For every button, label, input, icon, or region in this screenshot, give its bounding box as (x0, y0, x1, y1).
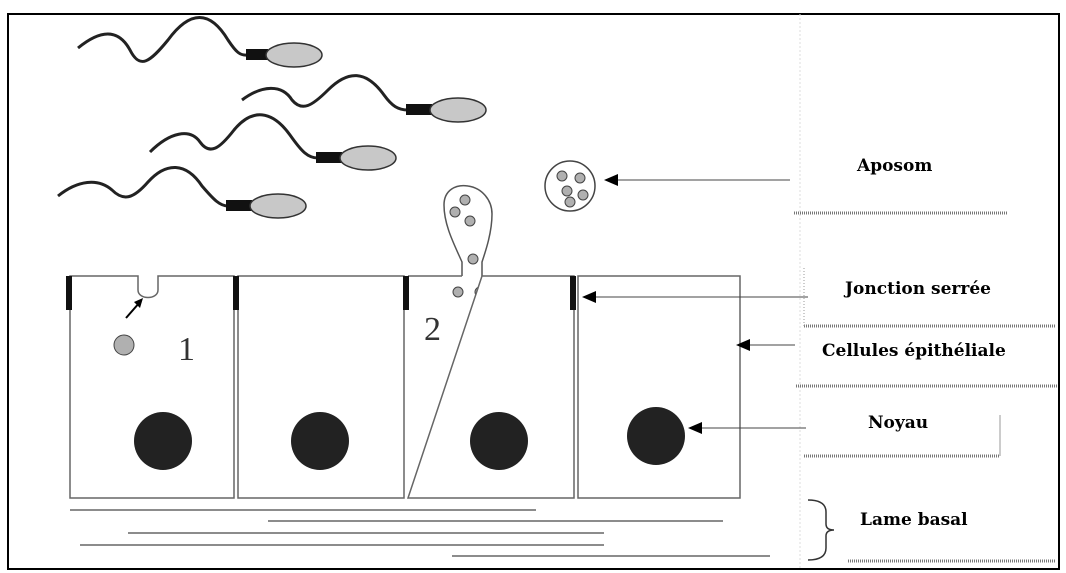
endocytic-vesicle (113, 334, 135, 356)
bleb-vesicle (449, 206, 461, 218)
lamina-bracket (807, 499, 835, 561)
budding-aposome (443, 184, 493, 298)
label-jonction-serree: Jonction serrée (845, 279, 991, 299)
sperm-tail (57, 166, 229, 208)
cell-number-2: 2 (424, 311, 441, 348)
sperm-head (429, 97, 487, 123)
arrowhead (736, 339, 750, 351)
sperm-tail (148, 113, 319, 160)
nucleus (470, 412, 528, 470)
bleb-vesicle (467, 253, 479, 265)
aposome-vesicle (577, 189, 589, 201)
aposome-vesicle (574, 172, 586, 184)
tight-junction (66, 276, 72, 310)
sperm-head (339, 145, 397, 171)
sperm-cell-1 (77, 16, 323, 68)
sperm-cell-2 (241, 74, 487, 123)
label-cellules-epitheliales: Cellules épithéliale (822, 341, 1006, 361)
epithelial-cell-1 (69, 275, 235, 499)
label-lame-basal: Lame basal (860, 510, 968, 530)
figure-frame (7, 13, 1060, 570)
aposome-vesicle (561, 185, 573, 197)
arrowhead (604, 174, 618, 186)
tight-junction (403, 276, 409, 310)
aposome-vesicle (556, 170, 568, 182)
nucleus (627, 407, 685, 465)
sperm-cell-4 (57, 166, 307, 219)
nucleus (134, 412, 192, 470)
bleb-vesicle (464, 215, 476, 227)
bleb-vesicle (459, 194, 471, 206)
nucleus (291, 412, 349, 470)
pointer-arrows (582, 174, 808, 434)
sperm-cell-3 (148, 113, 397, 171)
free-aposome (544, 160, 596, 212)
cell-number-1: 1 (178, 331, 195, 368)
aposome-vesicle (564, 196, 576, 208)
label-aposom: Aposom (857, 156, 933, 176)
basal-lamina (70, 499, 835, 561)
sperm-midpiece (316, 152, 342, 163)
sperm-head (265, 42, 323, 68)
bleb-vesicle (452, 286, 464, 298)
sperm-tail (241, 74, 409, 112)
endocytosis-arrowhead (134, 298, 143, 308)
sperm-midpiece (406, 104, 432, 115)
sperm-head (249, 193, 307, 219)
epithelium: 1 2 (66, 275, 741, 499)
sperm-midpiece (226, 200, 252, 211)
arrowhead (688, 422, 702, 434)
tight-junction (233, 276, 239, 310)
epithelial-cell-3 (406, 275, 575, 499)
arrowhead (582, 291, 596, 303)
sperm-tail (77, 16, 249, 63)
label-underlines (794, 211, 1058, 563)
tight-junction (570, 276, 576, 310)
sperm-midpiece (246, 49, 268, 60)
label-noyau: Noyau (868, 413, 929, 433)
